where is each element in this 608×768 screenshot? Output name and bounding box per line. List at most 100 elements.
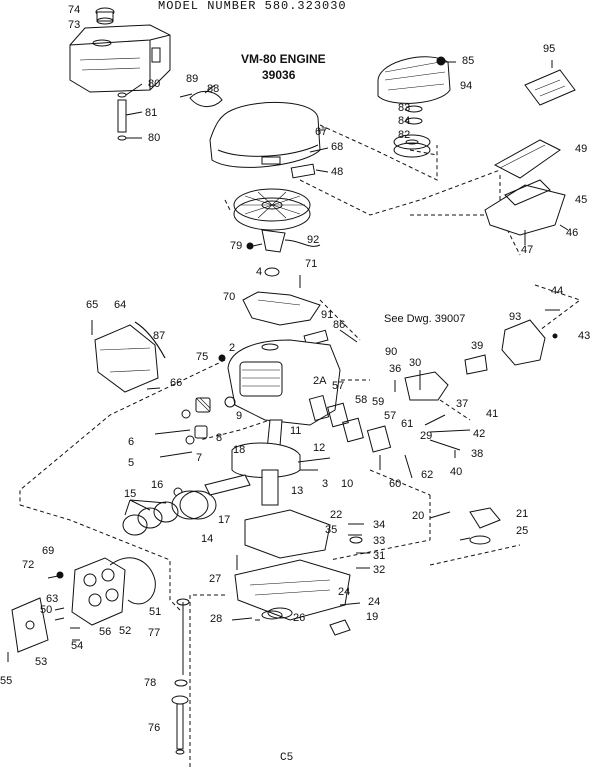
callout-18: 18: [233, 444, 246, 456]
callout-27: 27: [209, 573, 222, 585]
callout-92: 92: [307, 234, 320, 246]
callout-64: 64: [114, 299, 127, 311]
callout-59: 59: [372, 396, 385, 408]
callout-82: 82: [398, 129, 411, 141]
callout-90: 90: [385, 346, 398, 358]
callout-50: 50: [40, 604, 53, 616]
callout-42: 42: [473, 428, 486, 440]
callout-60: 60: [389, 478, 402, 490]
callout-38: 38: [471, 448, 484, 460]
callout-80-lower: 80: [148, 132, 161, 144]
callout-26: 26: [293, 612, 306, 624]
callout-3: 3: [322, 478, 329, 490]
callout-57: 57: [332, 380, 345, 392]
callout-43: 43: [578, 330, 591, 342]
callout-32: 32: [373, 564, 386, 576]
callout-79: 79: [230, 240, 243, 252]
callout-21: 21: [516, 508, 529, 520]
callout-80: 80: [148, 78, 161, 90]
diagram-title: VM-80 ENGINE: [241, 52, 326, 66]
callout-20: 20: [412, 510, 425, 522]
callout-35: 35: [325, 524, 338, 536]
callout-95: 95: [543, 43, 556, 55]
callout-33: 33: [373, 535, 386, 547]
callout-71: 71: [305, 258, 318, 270]
callout-7: 7: [196, 452, 203, 464]
callout-46: 46: [566, 227, 579, 239]
callout-94: 94: [460, 80, 473, 92]
model-number-header: MODEL NUMBER 580.323030: [158, 0, 347, 13]
callout-49: 49: [575, 143, 588, 155]
callout-61: 61: [401, 418, 414, 430]
callout-39: 39: [471, 340, 484, 352]
callout-91: 91: [321, 309, 334, 321]
callout-40: 40: [450, 466, 463, 478]
callout-31: 31: [373, 550, 386, 562]
callout-30: 30: [409, 357, 422, 369]
page-code: C5: [280, 752, 294, 764]
callout-89: 89: [186, 73, 199, 85]
callout-85: 85: [462, 55, 475, 67]
callout-37: 37: [456, 398, 469, 410]
callout-88: 88: [207, 83, 220, 95]
callout-2A: 2A: [313, 375, 327, 387]
callout-8: 8: [216, 432, 223, 444]
callout-53: 53: [35, 656, 48, 668]
callout-56: 56: [99, 626, 112, 638]
callout-15: 15: [124, 488, 137, 500]
callout-14: 14: [201, 533, 214, 545]
callout-70: 70: [223, 291, 236, 303]
callout-52: 52: [119, 625, 132, 637]
callout-86: 86: [333, 319, 346, 331]
callout-45: 45: [575, 194, 588, 206]
callout-72: 72: [22, 559, 35, 571]
callout-24-lower: 24: [368, 596, 381, 608]
callout-4: 4: [256, 266, 263, 278]
callout-19: 19: [366, 611, 379, 623]
callout-5: 5: [128, 457, 135, 469]
callout-11: 11: [290, 425, 302, 437]
callout-12: 12: [313, 442, 326, 454]
callout-67: 67: [315, 126, 328, 138]
callout-58: 58: [355, 394, 368, 406]
callout-17: 17: [218, 514, 231, 526]
callout-74: 74: [68, 4, 81, 16]
callout-24: 24: [338, 586, 351, 598]
callout-34: 34: [373, 519, 386, 531]
callout-78: 78: [144, 677, 157, 689]
callout-68: 68: [331, 141, 344, 153]
callout-22: 22: [330, 509, 343, 521]
diagram-number: 39036: [262, 68, 296, 82]
callout-41: 41: [486, 408, 499, 420]
callout-25: 25: [516, 525, 529, 537]
callout-6: 6: [128, 436, 135, 448]
callout-36: 36: [389, 363, 402, 375]
callout-81: 81: [145, 107, 158, 119]
callout-28: 28: [210, 613, 223, 625]
reference-note: See Dwg. 39007: [384, 313, 466, 325]
callout-75: 75: [196, 351, 209, 363]
callout-73: 73: [68, 19, 81, 31]
callout-84: 84: [398, 115, 411, 127]
callout-13: 13: [291, 485, 304, 497]
callout-69: 69: [42, 545, 55, 557]
callout-93: 93: [509, 311, 522, 323]
callout-66: 66: [170, 377, 183, 389]
callout-54: 54: [71, 640, 84, 652]
callout-29: 29: [420, 430, 433, 442]
callout-62: 62: [421, 469, 434, 481]
callout-44: 44: [551, 285, 564, 297]
callout-83: 83: [398, 102, 411, 114]
callout-16: 16: [151, 479, 164, 491]
callout-9: 9: [236, 410, 243, 422]
callout-65: 65: [86, 299, 99, 311]
callout-57-lower: 57: [384, 410, 397, 422]
callout-51: 51: [149, 606, 162, 618]
callout-48: 48: [331, 166, 344, 178]
callout-77: 77: [148, 627, 161, 639]
callout-76: 76: [148, 722, 161, 734]
callout-47: 47: [521, 244, 534, 256]
callout-55: 55: [0, 675, 13, 687]
callout-87: 87: [153, 330, 166, 342]
